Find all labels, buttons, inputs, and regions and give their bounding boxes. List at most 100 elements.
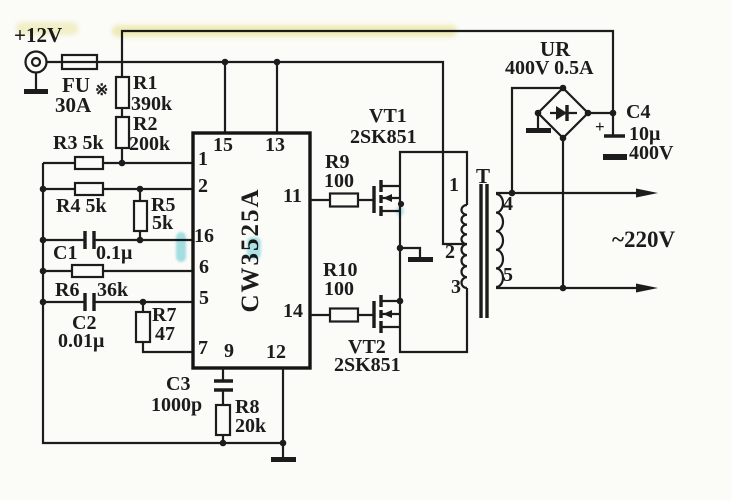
- resistor-r2-symbol: [114, 115, 131, 150]
- wire-pin9-c3-r8: [214, 368, 233, 443]
- capacitor-c1-symbol: [83, 231, 96, 249]
- label-c4-ref: C4: [626, 101, 651, 123]
- label-r7-ref: R7: [152, 304, 177, 326]
- capacitor-c3-symbol: [214, 379, 233, 392]
- ground-icon: [24, 89, 48, 94]
- label-tap-4: 4: [503, 193, 513, 215]
- resistor-r10-symbol: [328, 307, 360, 323]
- label-r6-value: 36k: [97, 279, 129, 301]
- label-rectifier-ref: UR: [540, 37, 571, 61]
- label-r4: R4 5k: [56, 195, 107, 217]
- label-c3-value: 1000p: [151, 394, 203, 416]
- label-ic-part: CW3525A: [237, 187, 264, 313]
- label-r8-value: 20k: [235, 415, 267, 437]
- label-rectifier-rating: 400V 0.5A: [505, 57, 594, 79]
- label-tap-1: 1: [449, 174, 459, 196]
- note-mark: ※: [95, 82, 109, 99]
- label-r9-ref: R9: [325, 151, 350, 173]
- label-c2-value: 0.01μ: [58, 330, 105, 352]
- ground-icon: [408, 257, 433, 262]
- arrow-right-icon: [636, 188, 658, 198]
- label-pin-12: 12: [266, 341, 286, 363]
- wire-output-top: [496, 188, 658, 198]
- wire-pin1: [43, 155, 193, 171]
- label-pin-13: 13: [265, 134, 285, 156]
- wire-output-bottom: [496, 283, 658, 293]
- capacitor-c2-symbol: [83, 293, 96, 311]
- label-pin-9: 9: [224, 340, 234, 362]
- label-tap-3: 3: [451, 276, 461, 298]
- resistor-r7-symbol: [134, 310, 152, 344]
- label-c4-rating: 400V: [629, 142, 674, 164]
- resistor-r6-symbol: [70, 263, 105, 279]
- label-pin-14: 14: [283, 300, 303, 322]
- label-r5-value: 5k: [152, 212, 174, 234]
- wire-pin12-ground: [271, 368, 296, 462]
- input-terminal: [24, 50, 48, 94]
- capacitor-c4-symbol: [603, 113, 627, 160]
- wire-drain-source-bus: [398, 150, 469, 354]
- resistor-r9-symbol: [328, 192, 360, 208]
- source-ground: [400, 246, 433, 262]
- label-c4-value: 10μ: [629, 123, 661, 145]
- label-pin-16: 16: [194, 225, 214, 247]
- label-r7-value: 47: [155, 323, 175, 345]
- resistor-r1-symbol: [114, 75, 131, 110]
- label-c4-polarity: +: [595, 117, 605, 136]
- label-input-voltage: +12V: [14, 23, 63, 47]
- divider-r1-r2: [114, 75, 131, 163]
- label-c2-ref: C2: [72, 312, 97, 334]
- mosfet-vt1-symbol: [372, 180, 401, 216]
- label-pin-15: 15: [213, 134, 233, 156]
- wire-pin6: [43, 263, 193, 279]
- label-c1-ref: C1: [53, 242, 78, 264]
- resistor-r4-symbol: [73, 181, 105, 197]
- label-vt2-ref: VT2: [348, 336, 386, 358]
- ground-icon: [271, 457, 296, 462]
- label-r10-value: 100: [324, 278, 354, 300]
- label-pin-1: 1: [198, 148, 208, 170]
- label-pin-7: 7: [198, 337, 208, 359]
- label-r6-ref: R6: [55, 279, 80, 301]
- label-c1-value: 0.1μ: [96, 242, 133, 264]
- label-fuse-ref: FU: [62, 73, 90, 97]
- label-r9-value: 100: [324, 170, 354, 192]
- label-r3: R3 5k: [53, 132, 104, 154]
- wire-left-rail: [41, 163, 283, 445]
- label-vt1-ref: VT1: [369, 105, 407, 127]
- wire-pin11-gate: [310, 192, 374, 208]
- label-tap-5: 5: [503, 264, 513, 286]
- label-r8-ref: R8: [235, 396, 260, 418]
- label-output-voltage: ~220V: [612, 227, 676, 252]
- label-pin-6: 6: [199, 256, 209, 278]
- label-vt1-part: 2SK851: [350, 126, 417, 148]
- label-r2-ref: R2: [133, 113, 158, 135]
- label-r5-ref: R5: [151, 194, 176, 216]
- junction-dots: [39, 58, 617, 447]
- label-transformer-ref: T: [476, 164, 491, 188]
- arrow-right-icon: [636, 283, 658, 293]
- wire-pin15-pin13: [223, 62, 279, 133]
- label-pin-2: 2: [198, 175, 208, 197]
- ground-icon: [526, 128, 551, 133]
- diode-icon: [556, 106, 567, 120]
- label-r2-value: 200k: [129, 133, 171, 155]
- wire-bridge-ac1: [510, 86, 563, 193]
- fuse-symbol: [60, 53, 99, 71]
- label-fuse-value: 30A: [55, 93, 92, 117]
- label-r10-ref: R10: [323, 259, 358, 281]
- resistor-r5-symbol: [132, 199, 149, 233]
- bridge-rectifier-symbol: [526, 86, 613, 140]
- resistor-r8-symbol: [214, 403, 232, 437]
- label-pin-5: 5: [199, 287, 209, 309]
- label-c3-ref: C3: [166, 373, 191, 395]
- resistor-r3-symbol: [73, 155, 105, 171]
- label-tap-2: 2: [445, 241, 455, 263]
- label-vt2-part: 2SK851: [334, 354, 401, 376]
- label-r1-ref: R1: [133, 72, 158, 94]
- mosfet-vt2-symbol: [372, 295, 401, 333]
- transformer-symbol: [460, 184, 505, 318]
- label-pin-11: 11: [283, 185, 302, 207]
